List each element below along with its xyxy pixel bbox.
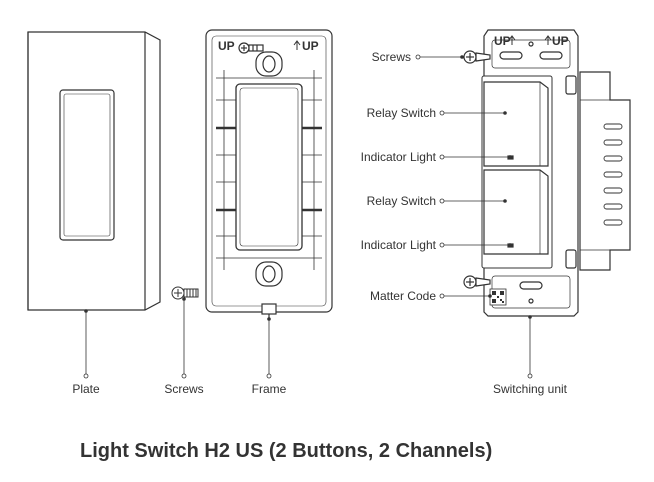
label-screws: Screws <box>164 382 203 396</box>
leader-end-markers <box>83 54 533 379</box>
diagram-title: Light Switch H2 US (2 Buttons, 2 Channel… <box>80 440 493 462</box>
callout-relay-switch-2: Relay Switch <box>367 194 436 208</box>
callout-indicator-light-1: Indicator Light <box>361 150 437 164</box>
callout-matter-code: Matter Code <box>370 289 436 303</box>
plate <box>27 31 161 311</box>
callout-indicator-light-2: Indicator Light <box>361 238 437 252</box>
label-switching-unit: Switching unit <box>493 382 568 396</box>
callout-screws: Screws <box>372 50 411 64</box>
label-plate: Plate <box>72 382 100 396</box>
matter-qr-code <box>489 288 507 306</box>
switching-unit <box>463 29 631 317</box>
unit-up-left-label: UP <box>494 34 511 48</box>
frame <box>205 29 333 320</box>
frame-up-left-label: UP <box>218 39 235 53</box>
screw-icon <box>171 286 199 300</box>
label-frame: Frame <box>252 382 287 396</box>
frame-up-right-label: UP <box>302 39 319 53</box>
leader-lines <box>85 56 531 374</box>
callout-relay-switch-1: Relay Switch <box>367 106 436 120</box>
unit-up-right-label: UP <box>552 34 569 48</box>
unit-arrow-icon <box>508 35 552 45</box>
frame-arrow-icon <box>293 40 301 50</box>
leader-start-dots <box>84 55 532 321</box>
